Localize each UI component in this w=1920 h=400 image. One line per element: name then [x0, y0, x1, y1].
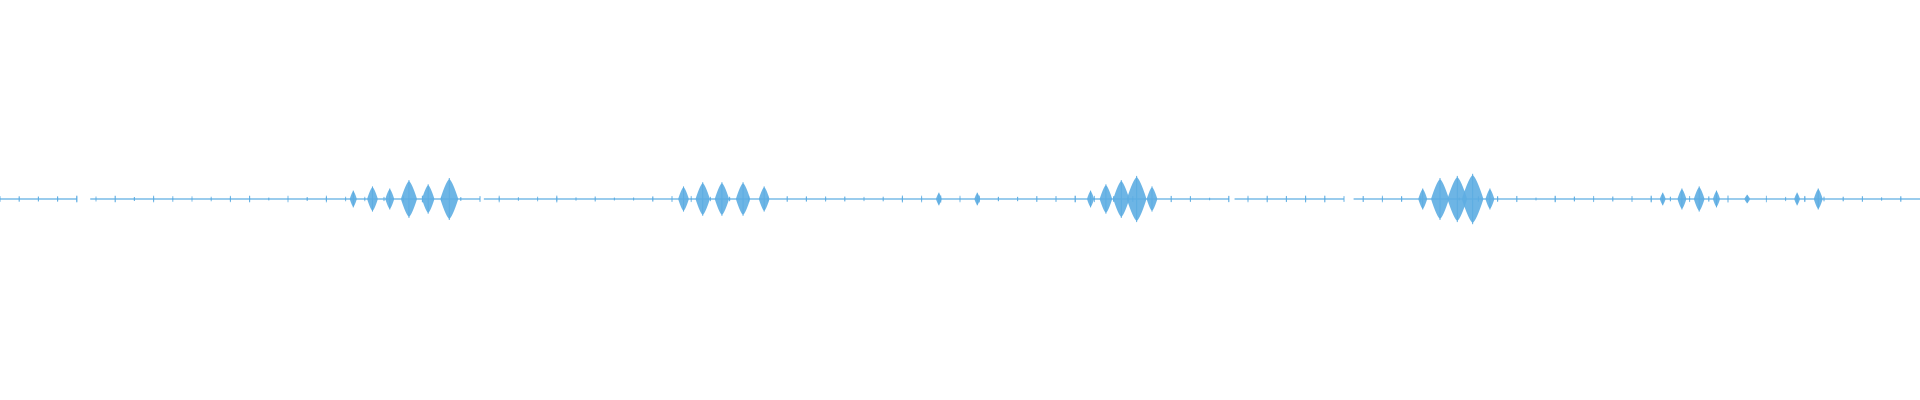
waveform-baseline	[0, 195, 1920, 203]
waveform-bursts	[349, 173, 1823, 225]
